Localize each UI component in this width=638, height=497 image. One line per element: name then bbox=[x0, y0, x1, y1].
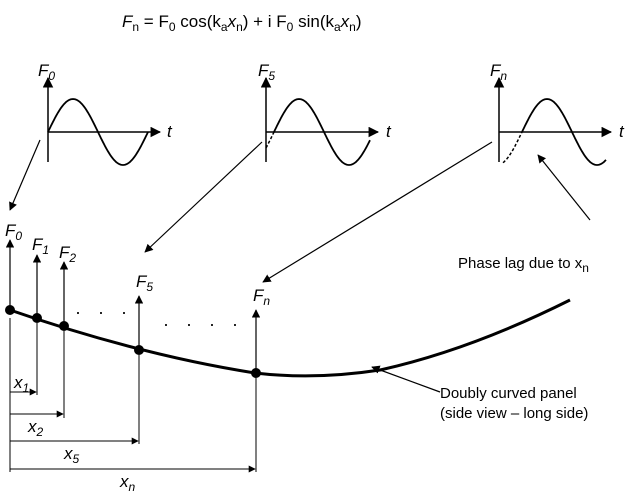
waveform-f0-t-label: t bbox=[167, 122, 173, 141]
waveform-f0-label: F0 bbox=[38, 61, 55, 83]
force-label-f0: F0 bbox=[5, 221, 22, 243]
dimension-label-x1: x1 bbox=[13, 373, 29, 395]
force-label-f1: F1 bbox=[32, 235, 49, 257]
waveform-fn-t-label: t bbox=[619, 122, 625, 141]
waveform-f5-label: F5 bbox=[258, 61, 275, 83]
ellipsis-left: · · · bbox=[75, 302, 133, 322]
connector-arrow-f0 bbox=[9, 139, 41, 211]
waveform-f0-curve bbox=[47, 98, 149, 166]
phase-lag-pointer-arrow bbox=[537, 154, 591, 221]
waveform-f5-t-label: t bbox=[386, 122, 392, 141]
node-0 bbox=[5, 305, 15, 315]
waveform-fn-curve bbox=[521, 98, 607, 166]
waveform-f5: F5 t bbox=[258, 61, 392, 166]
panel-note-line1: Doubly curved panel bbox=[440, 385, 577, 402]
force-label-f5: F5 bbox=[136, 272, 153, 294]
waveform-f0: F0 t bbox=[38, 61, 173, 166]
waveform-fn-lag bbox=[502, 131, 523, 164]
force-label-fn: Fn bbox=[253, 286, 270, 308]
connector-arrow-f5 bbox=[144, 141, 263, 253]
panel-pointer-arrow bbox=[371, 365, 441, 393]
node-n bbox=[251, 368, 261, 378]
node-5 bbox=[134, 345, 144, 355]
dimension-label-x5: x5 bbox=[63, 444, 80, 466]
equation: Fn = F0 cos(kaxn) + i F0 sin(kaxn) bbox=[122, 12, 362, 34]
connector-arrow-fn bbox=[262, 141, 493, 283]
force-label-f2: F2 bbox=[59, 243, 76, 265]
waveform-f5-curve bbox=[273, 98, 371, 166]
panel-curve bbox=[9, 298, 571, 378]
waveform-fn: Fn t bbox=[490, 61, 625, 166]
dimension-label-xn: xn bbox=[119, 472, 136, 494]
ellipsis-right: · · · · bbox=[163, 314, 244, 334]
node-2 bbox=[59, 321, 69, 331]
dimension-label-x2: x2 bbox=[27, 417, 44, 439]
node-1 bbox=[32, 313, 42, 323]
waveform-f5-lag bbox=[265, 131, 275, 149]
waveform-fn-label: Fn bbox=[490, 61, 507, 83]
panel-note-line2: (side view – long side) bbox=[440, 405, 588, 422]
phase-lag-note: Phase lag due to xn bbox=[458, 255, 589, 275]
